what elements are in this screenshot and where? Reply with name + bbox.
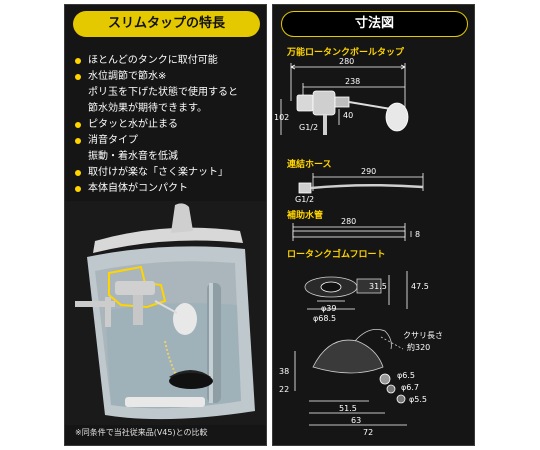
feature-note: ポリ玉を下げた状態で使用すると [88, 87, 238, 98]
dimension-drawings [280, 63, 424, 426]
dimensions-panel: 寸法図 [272, 4, 475, 446]
dim-label: φ68.5 [313, 314, 337, 323]
hose-title: 連結ホース [287, 160, 332, 170]
features-panel: スリムタップの特長 ほとんどのタンクに取付可能 水位調節で節水※ ポリ玉を下げた… [64, 4, 267, 446]
feature-item: 本体自体がコンパクト [73, 181, 266, 197]
bullet-dot-icon [75, 74, 81, 80]
dimensions-title: 寸法図 [281, 11, 468, 37]
bullet-dot-icon [75, 58, 81, 64]
feature-note: 振動・着水音を低減 [88, 151, 178, 162]
dim-label: 72 [363, 428, 374, 437]
dim-label: 238 [345, 77, 361, 86]
ball-tap-title: 万能ロータンクボールタップ [287, 48, 405, 58]
dim-label: 280 [339, 57, 355, 66]
dim-label: 290 [361, 167, 377, 176]
features-list: ほとんどのタンクに取付可能 水位調節で節水※ ポリ玉を下げた状態で使用すると 節… [73, 53, 266, 197]
dim-label: φ5.5 [409, 395, 427, 404]
feature-item: 水位調節で節水※ [73, 69, 266, 85]
dim-label: 38 [279, 367, 290, 376]
aux-pipe-title: 補助水管 [287, 211, 324, 221]
dim-label: φ6.7 [401, 383, 419, 392]
toilet-tank-illustration [65, 201, 266, 425]
arrow-head [290, 64, 406, 70]
feature-item: ほとんどのタンクに取付可能 [73, 53, 266, 69]
dim-label: 約320 [407, 343, 431, 352]
dim-label: 280 [341, 217, 357, 226]
dim-label: φ6.5 [397, 371, 415, 380]
bullet-dot-icon [75, 186, 81, 192]
dim-label: 22 [279, 385, 290, 394]
dim-label: 63 [351, 416, 362, 425]
features-title: スリムタップの特長 [73, 11, 260, 37]
dim-label: 51.5 [339, 404, 357, 413]
dim-label: 31.5 [369, 282, 387, 291]
dim-label: 8 [415, 230, 421, 239]
feature-item: ピタッと水が止まる [73, 117, 266, 133]
bullet-dot-icon [75, 170, 81, 176]
float-title: ロータンクゴムフロート [287, 250, 386, 260]
bullet-dot-icon [75, 122, 81, 128]
dim-label: 47.5 [411, 282, 429, 291]
dim-label: G1/2 [299, 123, 319, 132]
feature-item: 取付けが楽な「さく楽ナット」 [73, 165, 266, 181]
feature-item: 消音タイプ [73, 133, 266, 149]
feature-note: 節水効果が期待できます。 [88, 103, 207, 114]
bullet-dot-icon [75, 138, 81, 144]
dim-label: 40 [343, 111, 354, 120]
dim-label: φ39 [321, 304, 337, 313]
dim-label: 102 [274, 113, 290, 122]
dim-label: G1/2 [295, 195, 315, 204]
dim-label: クサリ長さ [403, 331, 443, 340]
footnote: ※同条件で当社従来品(V45)との比較 [75, 428, 208, 437]
